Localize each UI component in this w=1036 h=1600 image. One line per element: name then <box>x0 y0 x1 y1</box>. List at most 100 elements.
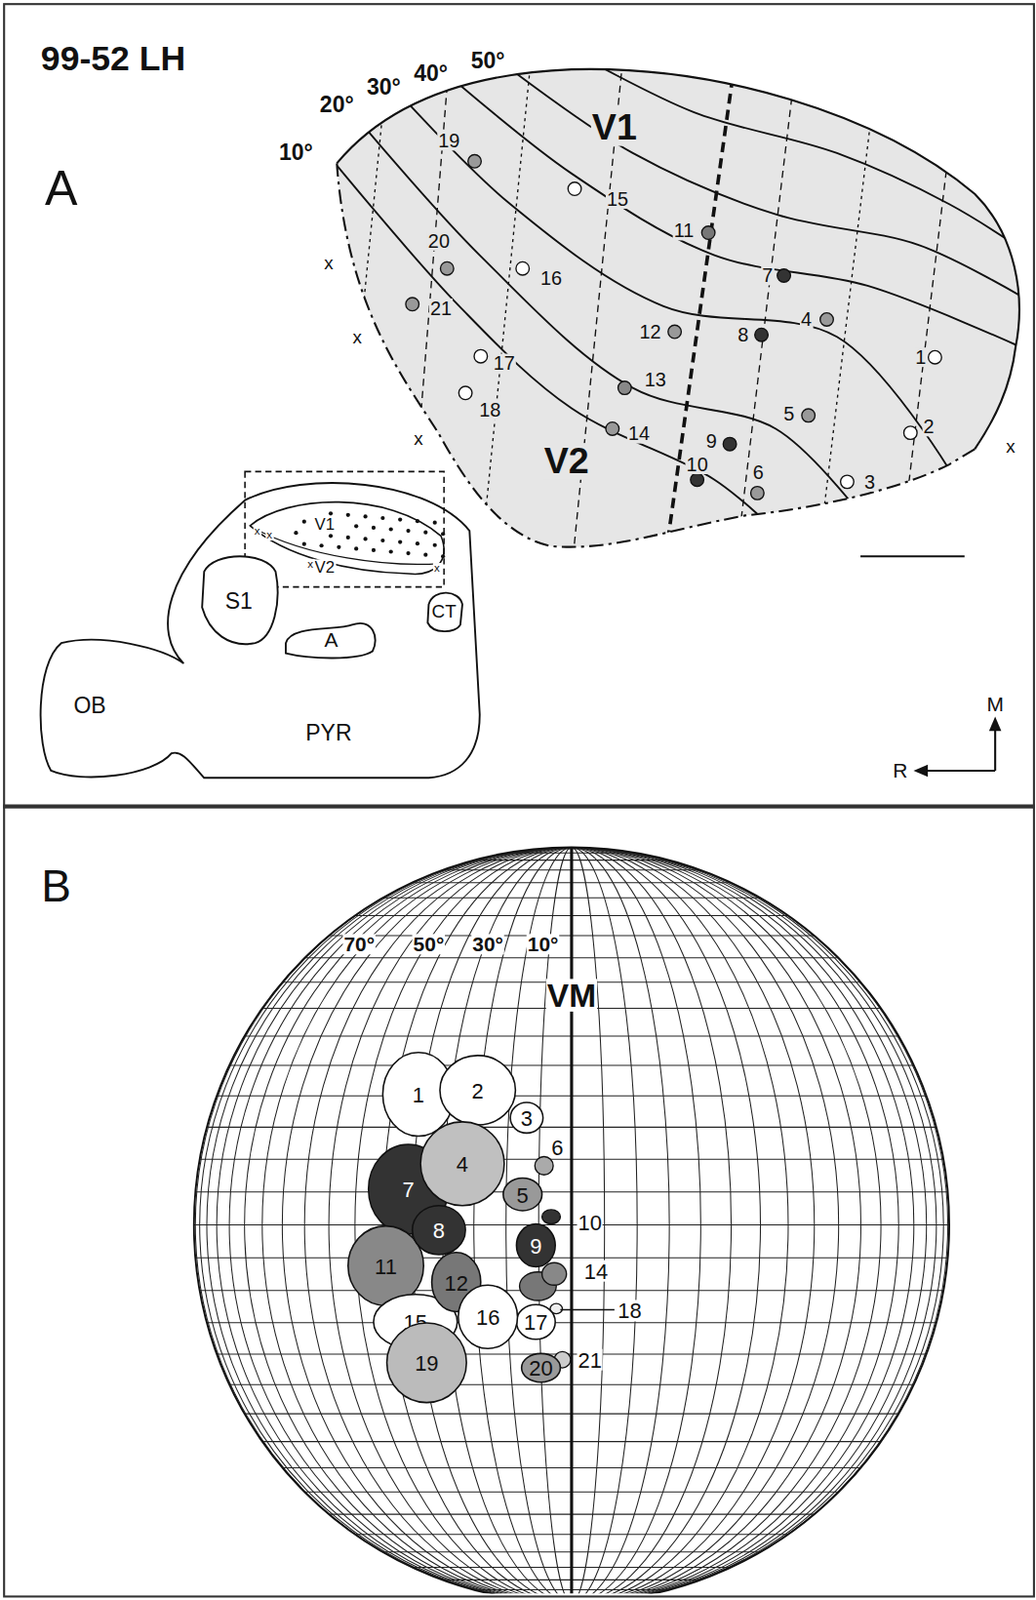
inset-dot <box>380 538 385 543</box>
inset-dot <box>362 514 367 518</box>
panel-letter: A <box>44 163 78 213</box>
axis-label: V2 <box>543 442 591 480</box>
field-number: 19 <box>414 1352 439 1374</box>
inset-dot <box>398 517 402 521</box>
callout-number: 1 <box>914 347 927 367</box>
callout-number: 9 <box>705 431 718 451</box>
azimuth-line <box>898 61 960 572</box>
receptive-field: 9 <box>515 1222 557 1268</box>
callout-number: 14 <box>583 1260 610 1282</box>
receptive-field: 20 <box>520 1352 562 1383</box>
field-number: 20 <box>528 1356 553 1379</box>
area-outline <box>201 556 278 644</box>
recording-site-group <box>405 155 942 501</box>
inset-dot <box>346 513 351 518</box>
axis-label: 70° <box>342 933 376 955</box>
area-outline <box>40 482 480 778</box>
recording-site <box>474 349 488 363</box>
area-outline <box>285 623 376 659</box>
area-label: S1 <box>225 590 253 613</box>
recording-site <box>801 408 816 423</box>
panel: B1234758911121516171920 <box>4 806 1034 1596</box>
area-outline <box>427 593 463 633</box>
recording-site <box>904 426 918 440</box>
inset-v1-v2-border <box>255 528 441 564</box>
receptive-field: 5 <box>502 1176 544 1212</box>
azimuth-line <box>734 61 797 572</box>
panel: AOBPYRS1ACT <box>4 4 1034 806</box>
elevation-line <box>500 61 1022 297</box>
inset-dot <box>318 543 323 548</box>
figure-title: 99-52 LH <box>40 40 186 77</box>
elevation-line <box>571 50 1032 255</box>
elevation-line <box>326 153 776 531</box>
inset-dot <box>328 533 333 538</box>
inset-site-dots <box>293 511 445 558</box>
field-outline <box>348 1226 424 1307</box>
field-outline <box>458 1284 518 1349</box>
callout-number: 7 <box>760 266 774 286</box>
recording-site <box>618 381 633 396</box>
inset-dot <box>371 548 376 553</box>
field-outline <box>503 1177 543 1210</box>
elevation-line <box>352 112 858 511</box>
vertical-meridian <box>569 846 573 1594</box>
callout-number: 21 <box>577 1349 604 1371</box>
callout-number: 14 <box>627 424 651 444</box>
field-number: 8 <box>433 1219 445 1241</box>
meridian <box>195 846 948 1594</box>
recording-site <box>605 422 620 437</box>
callout-number: 3 <box>863 472 877 492</box>
callout-number: 10 <box>577 1211 604 1234</box>
callout-number: x <box>322 254 335 274</box>
callout-number: x <box>253 524 262 537</box>
callout-number: V1 <box>313 516 336 533</box>
meridian <box>442 846 702 1594</box>
area-label: PYR <box>305 721 352 745</box>
inset-dot <box>423 530 428 535</box>
field-outline <box>516 1224 556 1268</box>
axis-label: 30° <box>471 933 505 955</box>
callout-number: x <box>306 558 315 571</box>
meridian <box>244 846 900 1594</box>
recording-site <box>516 261 530 276</box>
recording-site <box>820 313 835 327</box>
elevation-line <box>393 86 950 470</box>
recording-site <box>928 350 943 364</box>
panel-letter: B <box>40 863 72 909</box>
meridian <box>328 846 815 1594</box>
axis-label: 10° <box>526 933 560 955</box>
inset-dot <box>380 516 385 520</box>
brain-area: A <box>282 618 380 662</box>
field-number: 3 <box>520 1107 533 1129</box>
globe-outline <box>194 846 950 1594</box>
receptive-field: 19 <box>386 1321 469 1404</box>
globe-projection <box>194 846 950 1594</box>
receptive-field <box>534 1155 554 1175</box>
recording-site <box>722 437 737 451</box>
callout-number: x <box>1004 437 1017 456</box>
callout-number: 19 <box>437 130 461 151</box>
brain-area: S1 <box>198 554 280 648</box>
recording-site <box>668 324 682 339</box>
scale-bar <box>860 555 965 558</box>
callout-number: 11 <box>673 221 696 241</box>
callout-number: x <box>412 429 425 448</box>
inset-dot <box>389 549 394 554</box>
axis-label: 50° <box>412 933 446 955</box>
callout-number: 15 <box>605 189 630 209</box>
field-outline <box>521 1353 561 1382</box>
receptive-field: 4 <box>419 1120 506 1207</box>
callout-number: 20 <box>427 231 451 251</box>
recording-site <box>439 261 454 276</box>
inset-dot <box>415 541 420 546</box>
recording-site <box>777 269 792 283</box>
meridian <box>216 846 927 1594</box>
inset-dot <box>433 520 438 525</box>
inset-dot <box>415 518 420 523</box>
field-number: 5 <box>517 1183 529 1205</box>
azimuth-line <box>816 61 878 572</box>
axis-label: VM <box>546 978 598 1011</box>
callout-number: 21 <box>429 298 453 319</box>
leader-line <box>559 1309 614 1312</box>
